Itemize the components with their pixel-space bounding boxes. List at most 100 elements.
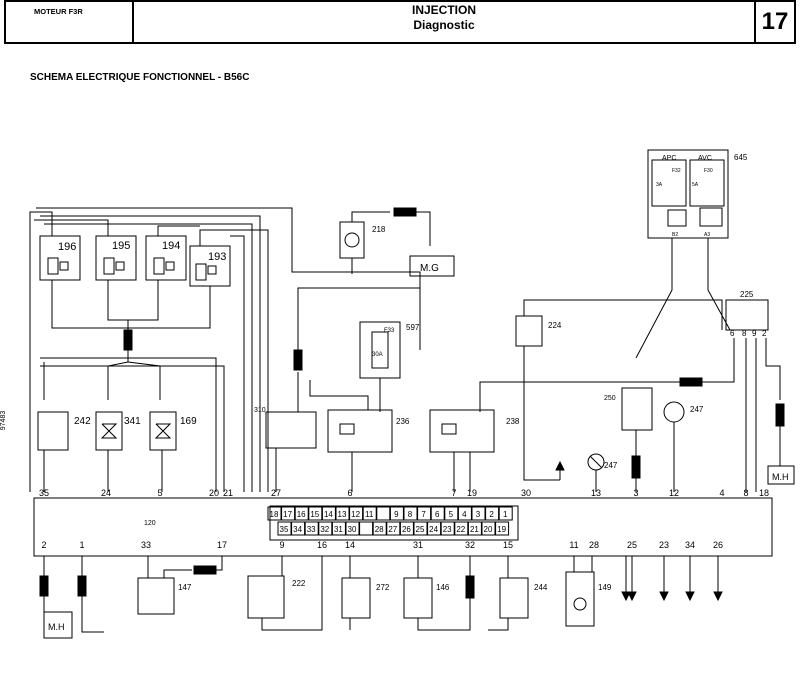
label-149: 149 — [598, 583, 612, 592]
terminal-cell — [417, 506, 432, 521]
label-f33: F33 — [384, 328, 395, 334]
terminal-label: 25 — [416, 525, 425, 534]
terminal-label: 33 — [307, 525, 316, 534]
ecu-pin-top: 3 — [633, 488, 638, 498]
sensor-cluster-top-left — [29, 207, 421, 492]
header-title-box: INJECTION Diagnostic — [134, 0, 754, 44]
unit-310 — [265, 287, 420, 492]
connector-225 — [479, 299, 795, 492]
wire-30 — [523, 376, 560, 481]
terminal-cell — [362, 506, 377, 521]
ground-mh-right: M.H — [772, 472, 789, 482]
pin-225-6: 6 — [730, 329, 735, 338]
label-244: 244 — [534, 583, 548, 592]
sensor-149 — [565, 556, 595, 627]
sensor-195-box — [95, 235, 137, 281]
terminal-label: 27 — [388, 525, 397, 534]
sensor-222 — [247, 556, 323, 631]
ecu-pin-top: 30 — [521, 488, 531, 498]
label-apc: APC — [662, 155, 676, 162]
terminal-label: 16 — [297, 510, 306, 519]
motor-218 — [339, 207, 455, 277]
terminal-label: 31 — [334, 525, 343, 534]
label-f32: F32 — [672, 168, 681, 174]
label-3a: 3A — [656, 182, 663, 188]
terminal-label: 22 — [456, 525, 465, 534]
gauge-247 — [663, 401, 685, 492]
ecu-pin-top: 5 — [157, 488, 162, 498]
ecu-pin-top: 8 — [743, 488, 748, 498]
terminal-cell — [349, 506, 364, 521]
terminal-cell — [281, 506, 296, 521]
terminal-label: 13 — [338, 510, 347, 519]
ecu-pin-bottom: 23 — [659, 540, 669, 550]
page-title: INJECTION — [411, 3, 476, 17]
terminal-label: 14 — [324, 510, 333, 519]
terminal-label: 21 — [470, 525, 479, 534]
lamp-247a — [587, 453, 605, 492]
label-238: 238 — [506, 417, 520, 426]
sensor-244 — [488, 556, 529, 631]
label-a3: A3 — [704, 232, 710, 238]
sensor-272 — [341, 556, 371, 630]
relay-236 — [309, 380, 393, 492]
ecu-pin-bottom: 14 — [345, 540, 355, 550]
ecu-pin-bottom: 31 — [413, 540, 423, 550]
ecu-pin-bottom: 34 — [685, 540, 695, 550]
terminal-label: 35 — [280, 525, 289, 534]
label-310: 310 — [254, 407, 266, 414]
ecu-pin-bottom: 1 — [79, 540, 84, 550]
header-engine-box: MOTEUR F3R — [4, 0, 134, 44]
ecu-pin-top: 20 — [209, 488, 219, 498]
ecu-pin-top: 18 — [759, 488, 769, 498]
terminal-cell — [376, 506, 391, 521]
ecu-pin-top: 35 — [39, 488, 49, 498]
ecu-pin-top: 6 — [347, 488, 352, 498]
terminal-label: 24 — [429, 525, 438, 534]
label-247b: 247 — [690, 405, 704, 414]
terminal-cell — [454, 521, 469, 536]
terminal-cell — [498, 506, 513, 521]
terminal-label: 1 — [503, 510, 508, 519]
terminal-label: 34 — [293, 525, 302, 534]
terminal-cell — [359, 521, 374, 536]
terminal-label: 20 — [484, 525, 493, 534]
engine-label: MOTEUR F3R — [34, 7, 83, 16]
label-225: 225 — [740, 290, 754, 299]
page-subtitle: Diagnostic — [413, 18, 475, 32]
sensor-146 — [403, 556, 475, 631]
terminal-cell — [267, 506, 282, 521]
terminal-cell — [321, 506, 336, 521]
unit-250 — [621, 387, 653, 492]
terminal-cell — [430, 506, 445, 521]
ecu-pin-top: 24 — [101, 488, 111, 498]
label-30a: 30A — [372, 352, 383, 358]
terminal-cell — [444, 506, 459, 521]
label-b2: B2 — [672, 232, 678, 238]
terminal-cell — [403, 506, 418, 521]
label-247a: 247 — [604, 461, 618, 470]
outputs-down-arrows — [621, 556, 723, 602]
label-645: 645 — [734, 153, 748, 162]
terminal-label: 30 — [348, 525, 357, 534]
terminal-label: 5 — [449, 510, 454, 519]
terminal-label: 8 — [408, 510, 413, 519]
label-272: 272 — [376, 583, 390, 592]
sensor-147 — [137, 556, 223, 615]
terminal-label: 26 — [402, 525, 411, 534]
label-242: 242 — [74, 416, 91, 427]
label-195: 195 — [112, 240, 130, 252]
terminal-cell — [318, 521, 333, 536]
ecu-pin-bottom: 33 — [141, 540, 151, 550]
label-147: 147 — [178, 583, 192, 592]
ecu-pin-bottom: 11 — [569, 540, 578, 550]
pin-225-9: 9 — [752, 329, 757, 338]
sensor-196-box — [39, 235, 81, 281]
valve-169 — [149, 411, 177, 492]
terminal-label: 9 — [394, 510, 399, 519]
ecu-pin-bottom: 28 — [589, 540, 599, 550]
terminal-cell — [372, 521, 387, 536]
terminal-cell — [291, 521, 306, 536]
